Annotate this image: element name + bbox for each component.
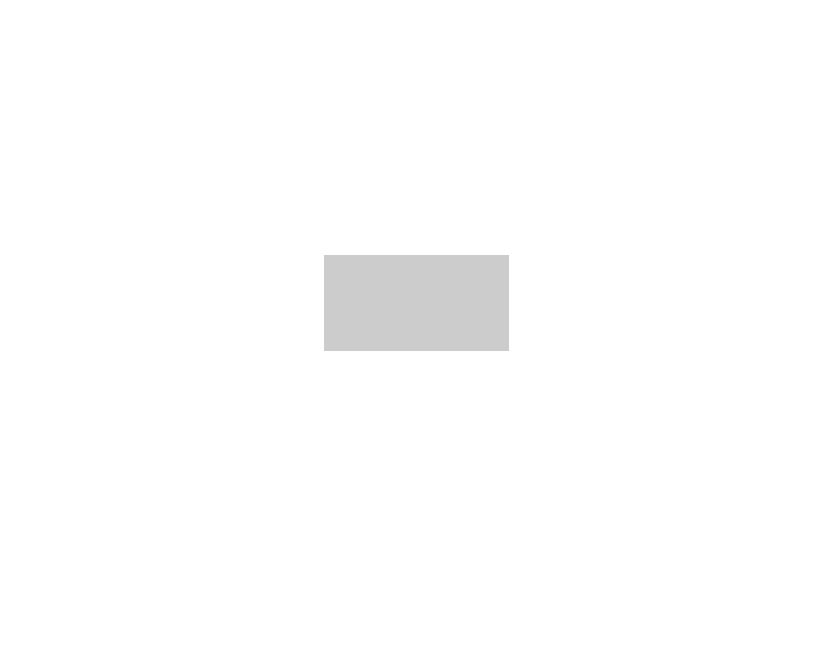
gray-placeholder-block <box>324 255 509 351</box>
